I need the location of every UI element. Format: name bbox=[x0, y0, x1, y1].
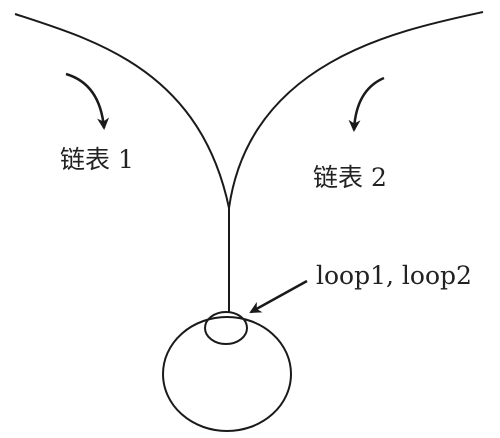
list2-curve bbox=[228, 11, 484, 209]
list2-label: 链表 2 bbox=[313, 163, 387, 192]
list1-label: 链表 1 bbox=[60, 145, 134, 174]
loop-circle bbox=[162, 316, 292, 432]
list1-curve bbox=[14, 13, 230, 209]
list2-direction-arrow bbox=[348, 76, 385, 132]
loop-entry-ellipse bbox=[204, 311, 248, 345]
list1-direction-arrow bbox=[65, 72, 110, 130]
loop-pointer-arrow bbox=[249, 279, 308, 314]
loop-label: loop1, loop2 bbox=[316, 261, 472, 290]
